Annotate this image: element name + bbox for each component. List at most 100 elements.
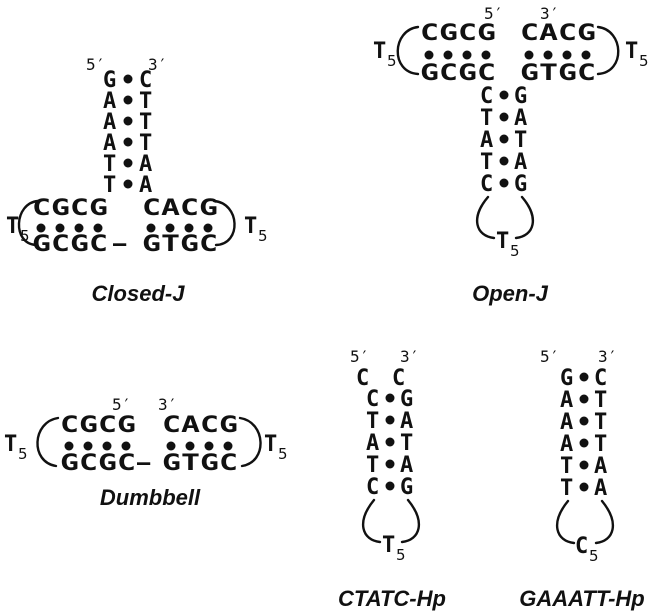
dumbbell-structure: 5′ 3′ CGCG CACG GCGC – GTGC T 5 T 5 <box>4 395 288 476</box>
nucleotide: C <box>366 475 379 500</box>
base-pair-dot <box>499 178 509 188</box>
base-pair-dot <box>481 50 491 60</box>
base-pair-dot <box>36 223 46 233</box>
base-pair-dot <box>499 112 509 122</box>
caption-gaaatt-hp: GAAATT-Hp <box>519 586 644 611</box>
left-arm-top: CGCG <box>32 196 108 221</box>
right-arm-top: CACG <box>142 196 218 221</box>
base-pair-dot <box>165 223 175 233</box>
gaaatt-3prime: 3′ <box>598 347 617 366</box>
nucleotide: T <box>560 476 573 501</box>
caption-dumbbell: Dumbbell <box>100 485 201 510</box>
right-arm-top: CACG <box>162 413 238 438</box>
open-j-hairpin-label: T <box>496 229 509 254</box>
base-pair-dot <box>74 223 84 233</box>
loop-subscript: 5 <box>387 52 397 70</box>
open-j-right-loop-label: T <box>625 39 638 64</box>
dumbbell-5prime: 5′ <box>112 395 131 414</box>
nucleotide: T <box>139 131 152 156</box>
open-j-arms: CGCG CACG GCGC GTGC <box>420 21 596 86</box>
loop-subscript: 5 <box>510 242 520 260</box>
ctatc-unpaired-3: C <box>392 366 405 391</box>
base-pair-dot <box>443 50 453 60</box>
open-j-left-loop <box>396 25 420 76</box>
nucleotide: A <box>366 431 379 456</box>
base-pair-dot <box>424 50 434 60</box>
junction-dash: – <box>137 451 151 476</box>
nucleotide: G <box>514 172 527 197</box>
closed-j-right-loop-label: T <box>244 214 257 239</box>
nucleotide: G <box>514 84 527 109</box>
loop-subscript: 5 <box>18 445 28 463</box>
nucleotide: A <box>560 410 573 435</box>
base-pair-dot <box>123 137 133 147</box>
closed-j-left-loop-label: T <box>6 214 19 239</box>
nucleotide: T <box>366 409 379 434</box>
nucleotide: C <box>480 84 493 109</box>
nucleotide: C <box>594 366 607 391</box>
base-pair-dot <box>385 459 395 469</box>
dumbbell-3prime: 3′ <box>158 395 177 414</box>
nucleotide: C <box>139 68 152 93</box>
base-pair-dot <box>581 50 591 60</box>
nucleotide: T <box>514 128 527 153</box>
nucleotide: A <box>103 89 116 114</box>
base-pair-dot <box>203 223 213 233</box>
closed-j-left-loop <box>17 199 40 247</box>
nucleotide: A <box>594 454 607 479</box>
nucleotide: A <box>514 106 527 131</box>
left-arm-bottom: GCGC <box>420 61 496 86</box>
nucleotide: A <box>400 453 413 478</box>
open-j-left-loop-label: T <box>373 39 386 64</box>
nucleotide: T <box>480 150 493 175</box>
nucleotide: T <box>366 453 379 478</box>
base-pair-dot <box>579 394 589 404</box>
base-pair-dot <box>123 179 133 189</box>
caption-closed-j: Closed-J <box>92 281 186 306</box>
nucleotide: T <box>139 110 152 135</box>
nucleotide: T <box>560 454 573 479</box>
closed-j-5prime: 5′ <box>86 55 105 74</box>
caption-open-j: Open-J <box>472 281 549 306</box>
nucleotide: G <box>103 68 116 93</box>
open-j-hairpin-loop <box>475 195 535 240</box>
base-pair-dot <box>385 481 395 491</box>
base-pair-dot <box>385 437 395 447</box>
closed-j-right-loop <box>212 199 236 247</box>
ctatc-hairpin-label: T <box>382 533 395 558</box>
base-pair-dot <box>385 393 395 403</box>
loop-subscript: 5 <box>20 227 30 245</box>
base-pair-dot <box>499 90 509 100</box>
loop-subscript: 5 <box>396 546 406 564</box>
nucleotide: G <box>560 366 573 391</box>
base-pair-dot <box>385 415 395 425</box>
base-pair-dot <box>223 441 233 451</box>
ctatc-unpaired-5: C <box>356 366 369 391</box>
nucleotide: A <box>139 173 152 198</box>
nucleotide: A <box>139 152 152 177</box>
nucleotide: T <box>139 89 152 114</box>
loop-subscript: 5 <box>639 52 649 70</box>
gaaatt-hairpin-loop <box>555 499 615 545</box>
ctatc-hairpin-loop <box>361 498 421 544</box>
gaaatt-hairpin-label: C <box>575 534 588 559</box>
base-pair-dot <box>579 372 589 382</box>
left-arm-bottom: GCGC <box>32 232 108 257</box>
nucleotide: A <box>514 150 527 175</box>
base-pair-dot <box>123 95 133 105</box>
open-j-3prime: 3′ <box>540 4 559 23</box>
